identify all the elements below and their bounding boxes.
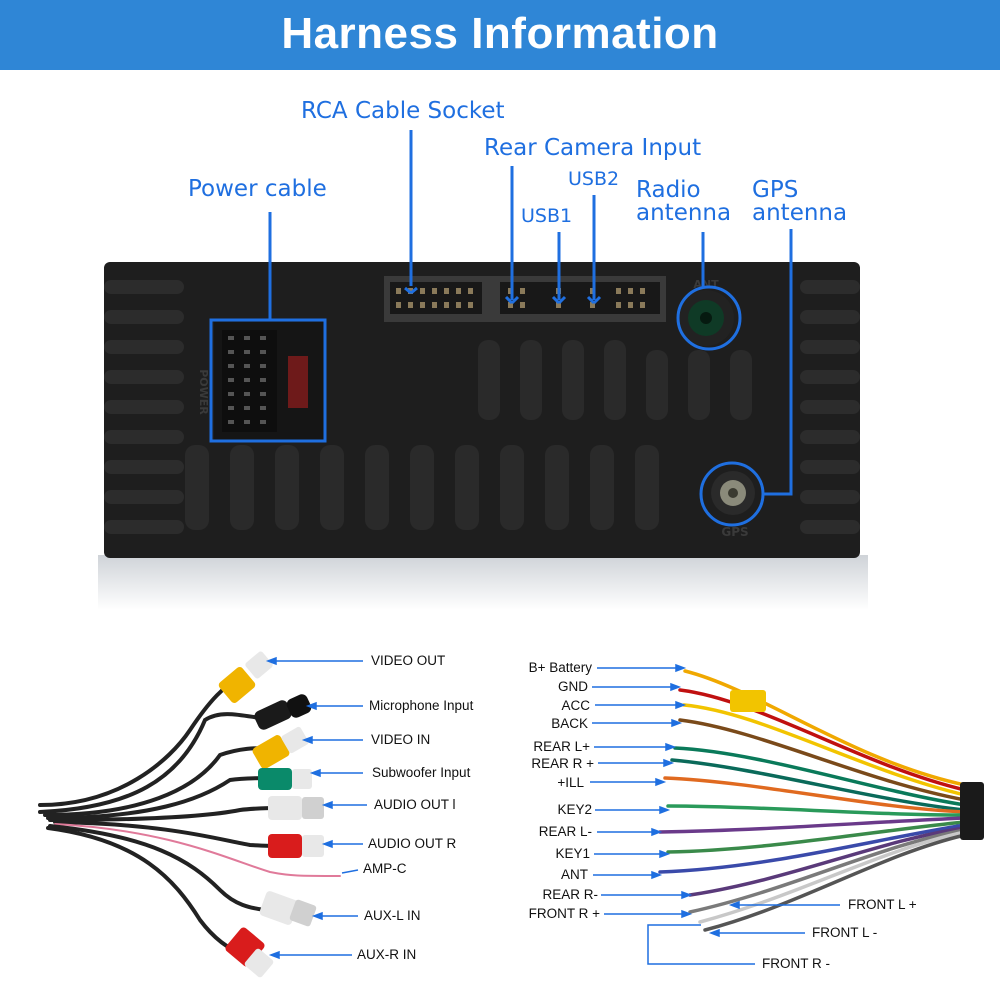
power-harness-wires — [658, 669, 967, 932]
rca-plug-aux-l — [259, 891, 317, 927]
gps-label-line1: GPS — [752, 177, 799, 203]
label-video-out: VIDEO OUT — [371, 653, 446, 668]
power-marking: POWER — [197, 369, 210, 415]
label-acc: ACC — [561, 698, 590, 713]
gps-antenna-label: GPS antenna — [752, 179, 847, 225]
rca-plug-audio-out-l — [268, 796, 324, 820]
harness-pointer-lines — [590, 663, 840, 965]
label-back: BACK — [551, 716, 588, 731]
iso-connector — [960, 782, 984, 840]
label-microphone-input: Microphone Input — [369, 698, 474, 713]
label-audio-out-l: AUDIO OUT l — [374, 797, 456, 812]
page-title: Harness Information — [281, 9, 719, 58]
gps-marking: GPS — [721, 525, 748, 539]
radio-label-line2: antenna — [636, 200, 732, 226]
rca-plug-aux-r — [225, 927, 274, 978]
cooling-fins-bottom — [185, 445, 659, 530]
rca-socket-label: RCA Cable Socket — [301, 98, 505, 124]
rca-plug-video-in — [252, 726, 309, 769]
label-front-l-plus: FRONT L + — [848, 897, 917, 912]
gps-label-line2: antenna — [752, 200, 848, 226]
label-key2: KEY2 — [557, 802, 592, 817]
label-gnd: GND — [558, 679, 588, 694]
radio-label-line1: Radio — [636, 177, 701, 203]
label-rear-l-minus: REAR L- — [538, 824, 592, 839]
label-key1: KEY1 — [555, 846, 590, 861]
callout-lines — [209, 130, 793, 527]
label-b-battery: B+ Battery — [528, 660, 592, 675]
cooling-fins-left — [104, 280, 184, 534]
rca-pointer-lines — [265, 656, 367, 960]
label-front-r-plus: FRONT R + — [528, 906, 600, 921]
head-unit-back-panel: POWER ANT GPS — [98, 130, 868, 610]
metal-tray — [98, 555, 868, 610]
label-audio-out-r: AUDIO OUT R — [368, 836, 457, 851]
rear-camera-label: Rear Camera Input — [484, 135, 702, 161]
usb1-label: USB1 — [521, 205, 573, 227]
label-front-l-minus: FRONT L - — [812, 925, 878, 940]
rca-plug-audio-out-r — [268, 834, 324, 858]
label-rear-l-plus: REAR L+ — [533, 739, 590, 754]
cooling-fins-middle — [478, 340, 752, 420]
radio-antenna-label: Radio antenna — [636, 179, 731, 225]
usb2-label: USB2 — [568, 168, 620, 190]
rca-plug-subwoofer — [258, 768, 312, 790]
label-video-in: VIDEO IN — [371, 732, 431, 747]
mic-plug — [254, 694, 312, 730]
label-rear-r-plus: REAR R + — [531, 756, 594, 771]
cooling-fins-right — [800, 280, 860, 534]
label-amp-c: AMP-C — [363, 861, 407, 876]
title-banner: Harness Information — [0, 0, 1000, 70]
power-cable-label: Power cable — [188, 176, 327, 202]
label-rear-r-minus: REAR R- — [542, 887, 598, 902]
label-ant: ANT — [561, 867, 588, 882]
label-subwoofer-input: Subwoofer Input — [372, 765, 471, 780]
power-fuse — [288, 356, 308, 408]
label-aux-r-in: AUX-R IN — [357, 947, 417, 962]
rca-plug-video-out — [218, 651, 273, 703]
label-ill: +ILL — [557, 775, 584, 790]
label-aux-l-in: AUX-L IN — [364, 908, 421, 923]
label-front-r-minus: FRONT R - — [762, 956, 830, 971]
acc-tag — [730, 690, 766, 712]
